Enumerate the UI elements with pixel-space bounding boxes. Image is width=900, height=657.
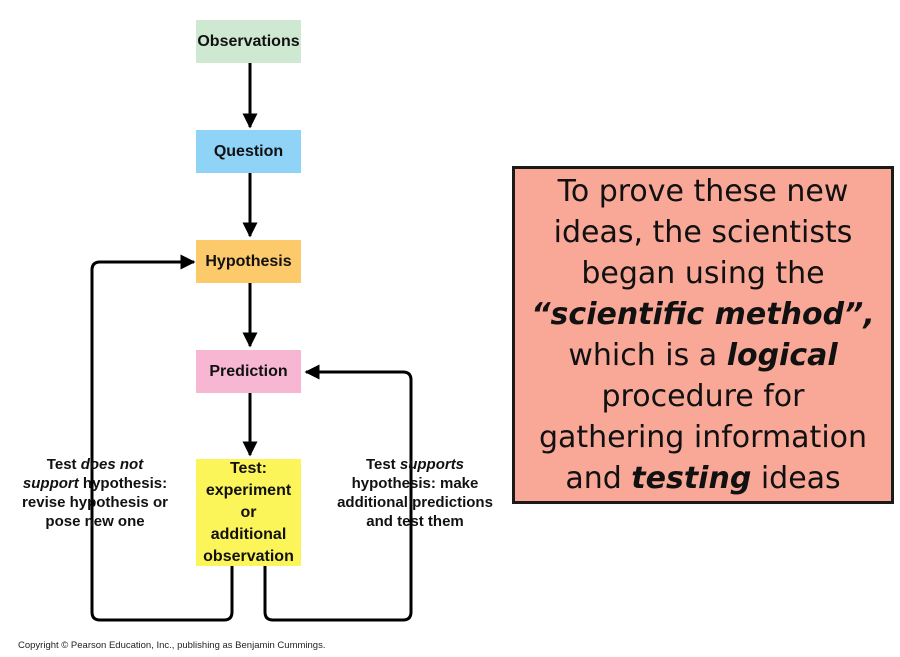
test-line-2: experiment or [205, 481, 292, 521]
left-loop-label: Test does not support hypothesis: revise… [22, 456, 168, 530]
question-box: Question [196, 130, 301, 173]
arrow-loop-additional-predictions [263, 364, 413, 622]
test-line-1: Test: [229, 459, 268, 477]
test-box: Test: experiment or additional observati… [196, 459, 301, 566]
question-label: Question [213, 142, 284, 160]
callout-text: To prove these new ideas, the scientists… [531, 174, 875, 496]
scientific-method-emphasis: “scientific method”, [531, 297, 875, 332]
test-line-3: additional [210, 525, 287, 543]
right-loop-label: Test supports hypothesis: make additiona… [337, 456, 493, 530]
test-line-4: observation [203, 547, 294, 565]
logical-emphasis: logical [726, 338, 838, 373]
observations-box: Observations [196, 20, 301, 63]
observations-label: Observations [197, 32, 300, 50]
callout-box: To prove these new ideas, the scientists… [512, 166, 894, 504]
testing-emphasis: testing [631, 461, 752, 496]
hypothesis-label: Hypothesis [205, 252, 292, 270]
copyright-notice: Copyright © Pearson Education, Inc., pub… [18, 640, 326, 651]
hypothesis-box: Hypothesis [196, 240, 301, 283]
arrow-loop-revise-hypothesis [90, 254, 234, 622]
prediction-label: Prediction [209, 362, 288, 380]
prediction-box: Prediction [196, 350, 301, 393]
